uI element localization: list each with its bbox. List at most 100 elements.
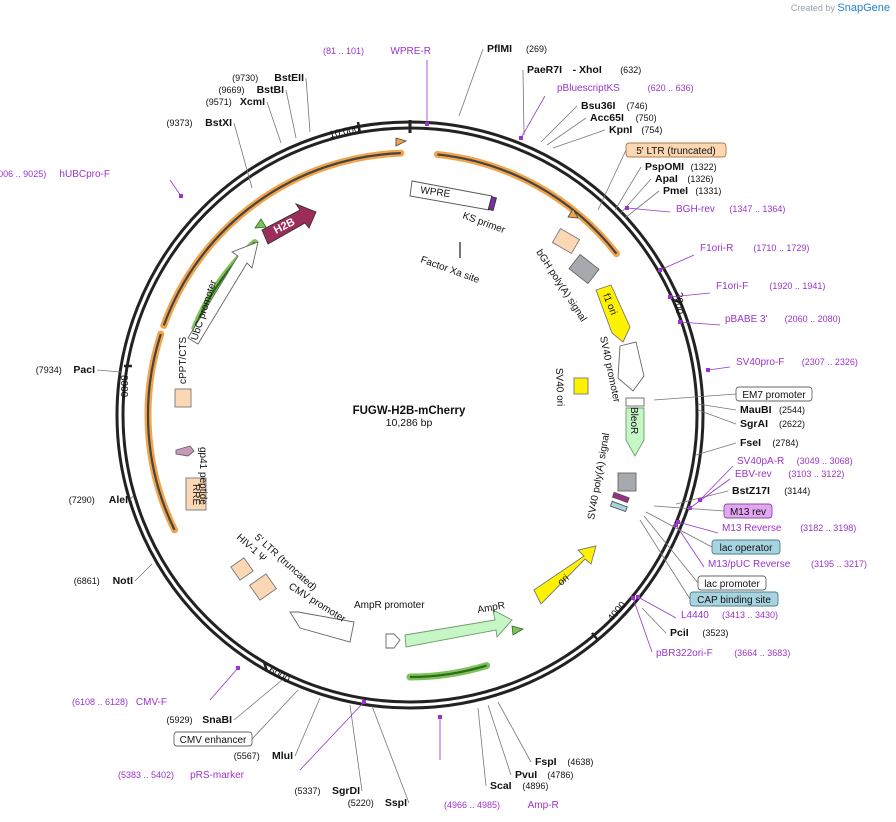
site-name-3: Acc65I — [590, 112, 624, 124]
site-leader-22 — [96, 369, 122, 373]
site-pos-16: (5220) — [348, 798, 374, 808]
feature-label-ampr-prom: AmpR promoter — [354, 600, 425, 611]
site-leader-3 — [546, 117, 587, 146]
primer-range-9: (3182 .. 3198) — [800, 523, 856, 533]
ampr-arrow — [404, 609, 513, 648]
tick-label-4: 10,000 — [328, 124, 361, 141]
site-leader-0 — [458, 48, 484, 117]
site-name-13: FspI — [535, 756, 557, 768]
feature-label-sv40pa: SV40 poly(A) signal — [586, 432, 612, 520]
site-name-20: NotI — [113, 575, 133, 587]
site-leader-20 — [134, 563, 153, 582]
site-name-15: ScaI — [490, 780, 512, 792]
primer-range-1: (620 .. 636) — [648, 83, 694, 93]
site-pos-18: (5567) — [234, 751, 260, 761]
boxed-feature-label-4: lac promoter — [704, 579, 760, 590]
primer-mark-15 — [236, 666, 240, 670]
site-pos-17: (5337) — [294, 786, 320, 796]
site-pos-8: (2544) — [779, 405, 805, 415]
site-leader-5 — [614, 166, 642, 211]
primer-name-0: WPRE-R — [390, 46, 431, 57]
primer-name-4: F1ori-F — [716, 281, 748, 292]
arrowhead-2 — [567, 208, 579, 219]
site-name-9: SgrAI — [740, 418, 768, 430]
site-leader-12 — [641, 607, 667, 634]
primer-mark-10 — [674, 523, 678, 527]
site-leader-17 — [349, 704, 363, 792]
primer-mark-5 — [678, 320, 682, 324]
primer-mark-14 — [362, 700, 366, 704]
primer-range-13: (4966 .. 4985) — [444, 800, 500, 810]
primer-leader-11 — [637, 596, 677, 619]
tick-2 — [262, 661, 269, 672]
primer-range-10: (3195 .. 3217) — [811, 559, 867, 569]
primer-name-5: pBABE 3' — [725, 314, 768, 325]
snapgene-brand: SnapGene — [837, 2, 890, 14]
arrowhead-1 — [395, 137, 408, 147]
box-leader-4 — [643, 515, 699, 584]
box-leader-2 — [653, 505, 725, 512]
primer-name-2: BGH-rev — [676, 204, 715, 215]
primer-name-1: pBluescriptKS — [557, 83, 620, 94]
site-leader-23 — [233, 122, 253, 189]
primer-range-0: (81 .. 101) — [323, 46, 364, 56]
site-sep-1: - XhoI — [573, 64, 602, 76]
primer-range-3: (1710 .. 1729) — [753, 243, 809, 253]
site-leader-16 — [371, 705, 410, 804]
feature-layer — [144, 137, 645, 681]
primer-leader-16 — [169, 179, 182, 197]
boxed-feature-label-6: CMV enhancer — [180, 735, 247, 746]
primer-leader-7 — [699, 465, 734, 501]
snapgene-credit: Created by SnapGene — [791, 2, 890, 14]
site-pos-23: (9373) — [166, 118, 192, 128]
ampr-promoter-arrow — [385, 633, 401, 649]
primer-mark-1 — [519, 136, 523, 140]
boxed-feature-label-3: lac operator — [720, 543, 773, 554]
boxed-feature-label-0: 5' LTR (truncated) — [636, 146, 716, 157]
primer-name-7: SV40pA-R — [737, 456, 784, 467]
credit-prefix: Created by — [790, 3, 835, 13]
site-leader-1 — [522, 69, 525, 136]
site-name-10: FseI — [740, 437, 761, 449]
primer-mark-13 — [438, 715, 442, 719]
tick-1 — [591, 632, 598, 640]
primer-leader-15 — [209, 667, 239, 701]
site-leader-14 — [487, 704, 512, 776]
arc-orange-3 — [146, 333, 176, 531]
site-name-21: AleI — [109, 494, 128, 506]
primer-mark-3 — [658, 268, 662, 272]
tick-0 — [673, 298, 683, 305]
feature-label-factor-xa: Factor Xa site — [419, 254, 481, 286]
f1-ori-arrow — [595, 284, 631, 343]
ltr5-box — [249, 573, 277, 601]
primer-name-3: F1ori-R — [700, 243, 733, 254]
arc-orange-1-glow — [160, 149, 405, 329]
primer-mark-7 — [698, 498, 702, 502]
site-leader-21 — [129, 495, 134, 501]
site-leader-7 — [624, 190, 660, 219]
site-name-7: PmeI — [663, 185, 688, 197]
box-leader-6 — [251, 689, 299, 740]
site-name-8: MauBI — [740, 404, 772, 416]
bleor-arrow — [625, 407, 645, 457]
primer-range-16: (9006 .. 9025) — [0, 169, 46, 179]
site-name-0: PflMI — [487, 43, 512, 55]
arc-green-2 — [409, 664, 487, 679]
site-pos-11: (3144) — [784, 486, 810, 496]
ks-primer-mark — [487, 196, 498, 212]
cppt-box — [174, 388, 192, 408]
site-leader-13 — [497, 701, 532, 763]
feature-label-cppt: cPPT/CTS — [178, 336, 189, 384]
boxed-feature-label-2: M13 rev — [730, 507, 766, 518]
boxed-feature-3 — [711, 539, 781, 555]
grey-box-2 — [617, 472, 637, 492]
feature-label-sv40ori: SV40 ori — [553, 368, 565, 407]
site-name-26: BstEII — [274, 72, 304, 84]
site-name-5: PspOMI — [645, 161, 684, 173]
site-name-11: BstZ17I — [732, 485, 770, 497]
site-leader-24 — [266, 101, 282, 144]
primer-leader-6 — [707, 366, 731, 371]
gp41-arrow — [175, 445, 195, 457]
site-pos-3: (750) — [636, 113, 657, 123]
